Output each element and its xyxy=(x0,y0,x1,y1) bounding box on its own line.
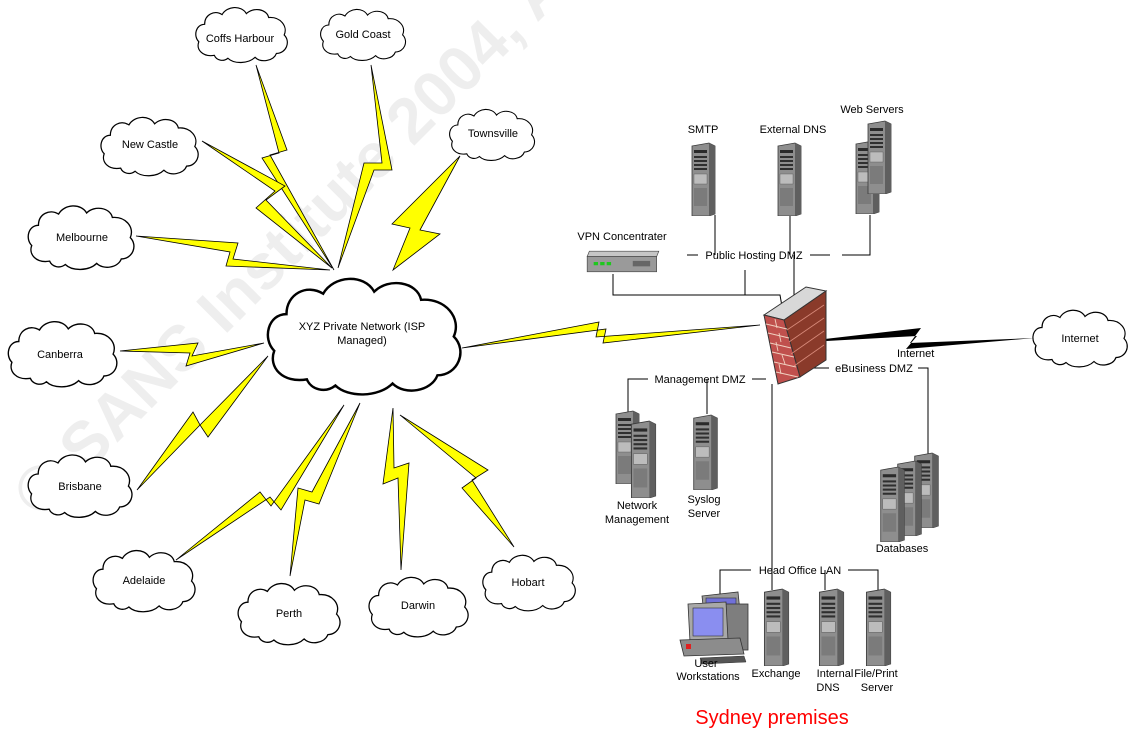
cloud-townsville: Townsville xyxy=(448,108,536,162)
management-dmz-label: Management DMZ xyxy=(654,374,745,386)
network-mgmt-label-2: Management xyxy=(605,514,669,526)
head-office-lan-label: Head Office LAN xyxy=(759,565,841,577)
smtp-label: SMTP xyxy=(688,124,719,136)
link-townsville xyxy=(391,155,461,272)
cloud-hobart: Hobart xyxy=(481,554,577,612)
network-mgmt-label-1: Network xyxy=(617,500,658,512)
site-label-perth: Perth xyxy=(276,608,302,620)
file-print-label-1: File/Print xyxy=(854,668,897,680)
exchange-server-icon xyxy=(763,588,790,666)
cloud-gold-coast: Gold Coast xyxy=(319,8,407,62)
cloud-perth: Perth xyxy=(237,582,341,646)
cloud-melbourne: Melbourne xyxy=(27,205,135,271)
site-label-gold-coast: Gold Coast xyxy=(335,29,390,41)
public-dmz-servers: SMTP External DNS Web Servers Public Hos… xyxy=(688,104,904,262)
link-adelaide xyxy=(175,404,345,561)
site-label-townsville: Townsville xyxy=(468,128,518,140)
external-dns-label: External DNS xyxy=(760,124,827,136)
site-label-melbourne: Melbourne xyxy=(56,232,108,244)
link-perth xyxy=(289,402,361,577)
file-print-label-2: Server xyxy=(861,682,894,694)
user-ws-label-1: User xyxy=(694,658,718,670)
wan-links xyxy=(119,64,761,577)
internet-link-label: Internet xyxy=(897,348,934,360)
link-gold-coast xyxy=(337,64,393,269)
database-servers: Databases xyxy=(876,452,939,555)
workstation-icon xyxy=(679,591,749,665)
site-label-hobart: Hobart xyxy=(511,577,544,589)
router-icon xyxy=(586,250,660,273)
link-melbourne xyxy=(135,235,331,271)
internal-dns-label-2: DNS xyxy=(816,682,839,694)
vpn-concentrator: VPN Concentrater xyxy=(577,231,667,273)
link-sydney xyxy=(461,321,761,349)
ebusiness-dmz-label: eBusiness DMZ xyxy=(835,363,913,375)
link-coffs-harbour xyxy=(255,64,335,271)
cloud-adelaide: Adelaide xyxy=(92,549,196,613)
site-clouds: Coffs Harbour Gold Coast New Castle Town… xyxy=(7,6,1129,646)
syslog-server-icon xyxy=(693,414,718,490)
exchange-label: Exchange xyxy=(752,668,801,680)
link-hobart xyxy=(399,414,515,548)
network-mgmt-server-icon-front xyxy=(630,420,657,498)
smtp-server-icon xyxy=(691,142,716,216)
site-label-coffs-harbour: Coffs Harbour xyxy=(206,33,275,45)
head-office-devices: User Workstations Exchange Internal DNS … xyxy=(676,588,898,694)
hub-label-line1: XYZ Private Network (ISP xyxy=(299,321,426,333)
user-ws-label-2: Workstations xyxy=(676,671,740,683)
syslog-label-1: Syslog xyxy=(687,494,720,506)
vpn-label: VPN Concentrater xyxy=(577,231,667,243)
web-server-icon-front xyxy=(867,120,892,194)
cloud-coffs-harbour: Coffs Harbour xyxy=(195,6,289,64)
internal-dns-server-icon xyxy=(818,588,845,666)
internal-dns-label-1: Internal xyxy=(817,668,854,680)
watermark-text: © SANS Institute 2004, Author retains fu… xyxy=(0,0,1087,530)
site-label-new-castle: New Castle xyxy=(122,139,178,151)
site-label-darwin: Darwin xyxy=(401,600,435,612)
link-canberra xyxy=(119,342,265,367)
public-dmz-label: Public Hosting DMZ xyxy=(705,250,802,262)
cloud-canberra: Canberra xyxy=(7,320,118,388)
web-servers-label: Web Servers xyxy=(840,104,904,116)
cloud-new-castle: New Castle xyxy=(100,116,199,177)
site-label-canberra: Canberra xyxy=(37,349,84,361)
hub-label-line2: Managed) xyxy=(337,335,387,347)
diagram-caption: Sydney premises xyxy=(695,707,848,729)
link-new-castle xyxy=(201,140,333,269)
external-dns-server-icon xyxy=(777,142,802,216)
databases-label: Databases xyxy=(876,543,929,555)
firewall xyxy=(762,286,828,385)
database-server-icon-front xyxy=(880,466,905,542)
link-internet xyxy=(790,328,1035,349)
internet-label: Internet xyxy=(1061,333,1098,345)
cloud-brisbane: Brisbane xyxy=(27,454,133,519)
management-dmz-servers: Network Management Syslog Server xyxy=(605,410,721,526)
cloud-private-network: XYZ Private Network (ISP Managed) xyxy=(266,277,462,396)
cloud-internet: Internet xyxy=(1032,309,1129,368)
site-label-brisbane: Brisbane xyxy=(58,481,101,493)
link-darwin xyxy=(382,407,410,571)
file-print-server-icon xyxy=(865,588,892,666)
site-label-adelaide: Adelaide xyxy=(123,575,166,587)
link-brisbane xyxy=(136,355,269,491)
syslog-label-2: Server xyxy=(688,508,721,520)
cloud-darwin: Darwin xyxy=(368,576,470,638)
